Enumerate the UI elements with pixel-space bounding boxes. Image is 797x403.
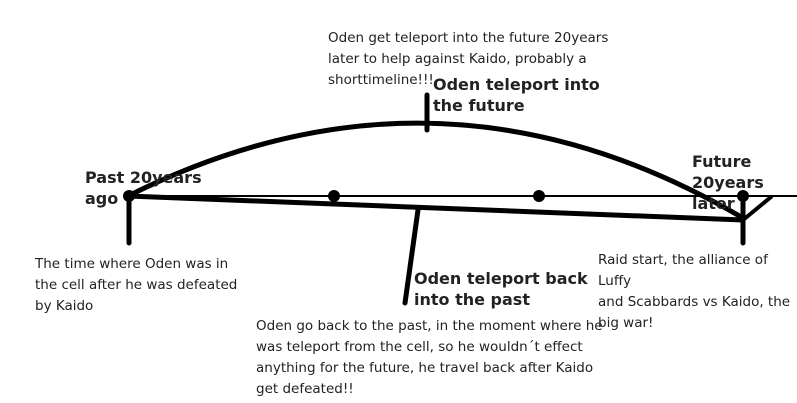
future-arc [125, 120, 746, 221]
note-top: Oden get teleport into the future 20year… [328, 30, 609, 88]
return-line [125, 193, 746, 223]
label-teleport-past: Oden teleport back into the past [414, 269, 588, 309]
timeline-dot [328, 190, 340, 202]
note-bottom: Oden go back to the past, in the moment … [256, 318, 603, 397]
timeline-dot [533, 190, 545, 202]
label-past: Past 20years ago [85, 168, 202, 208]
label-teleport-future: Oden teleport into the future [433, 75, 600, 115]
note-right: Raid start, the alliance of Luffy and Sc… [598, 252, 791, 331]
teleport-past-marker [402, 207, 421, 306]
label-future: Future 20years later [692, 152, 764, 213]
timeline-dot [123, 190, 135, 202]
future-tick [741, 195, 773, 222]
note-left: The time where Oden was in the cell afte… [35, 256, 238, 314]
timeline-dot [737, 190, 749, 202]
